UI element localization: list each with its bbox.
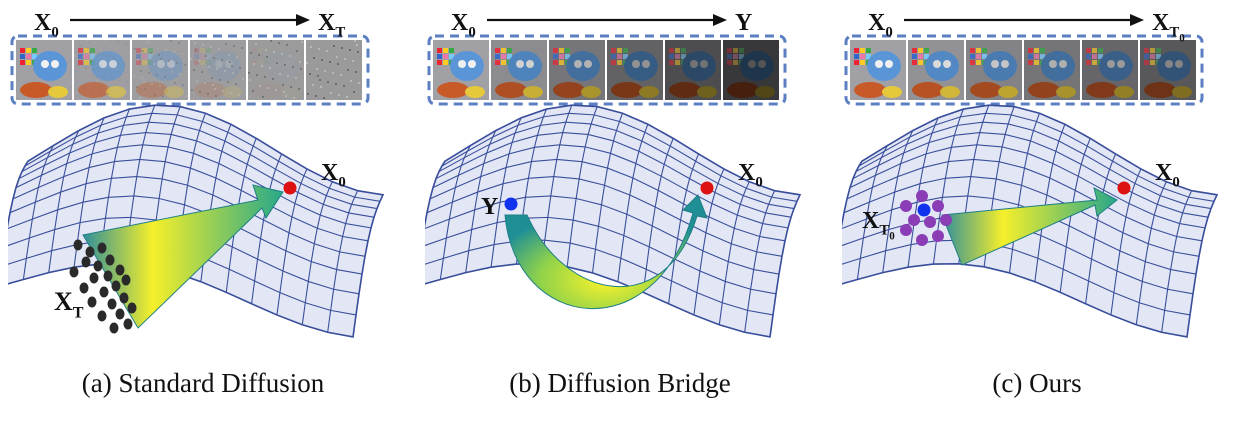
cluster-dot [932, 230, 944, 242]
noise-dot [69, 266, 79, 278]
frame-thumbnail [1082, 40, 1138, 100]
panel-b-caption: (b) Diffusion Bridge [509, 368, 731, 398]
strip-start-label: X0 [34, 10, 59, 41]
noise-dot [115, 308, 125, 320]
noise-dot [93, 260, 103, 272]
frame-thumbnail [908, 40, 964, 100]
cluster-dot [932, 200, 944, 212]
noise-dot [105, 254, 115, 266]
noise-dot [99, 286, 109, 298]
panel-a-caption: (a) Standard Diffusion [81, 368, 325, 398]
frame-thumbnail [132, 40, 188, 100]
start-label: Y [481, 194, 498, 220]
sequence-arrowhead [296, 14, 310, 26]
frame-thumbnail [966, 40, 1022, 100]
frame-thumbnail [549, 40, 605, 100]
cluster-dot [916, 234, 928, 246]
clean-target-point [283, 181, 297, 195]
sequence-arrowhead [1130, 14, 1144, 26]
frame-thumbnail [306, 40, 362, 100]
sequence-arrowhead [713, 14, 727, 26]
frame-thumbnail [433, 40, 489, 100]
strip-start-label: X0 [451, 10, 476, 41]
noise-samples [69, 239, 137, 334]
noise-dot [123, 318, 133, 330]
strip-end-label: XT0 [1152, 10, 1185, 45]
cluster-samples [900, 190, 952, 246]
trajectory-arrow [941, 187, 1118, 266]
strip-end-label: XT [318, 10, 345, 41]
frame-thumbnail [607, 40, 663, 100]
frame-thumbnail [491, 40, 547, 100]
noise-dot [89, 272, 99, 284]
noise-dot [97, 242, 107, 254]
target-label: X0 [738, 160, 763, 191]
noise-dot [85, 246, 95, 258]
frame-thumbnail [850, 40, 906, 100]
cluster-dot [916, 190, 928, 202]
noise-dot [97, 310, 107, 322]
noise-dot [87, 296, 97, 308]
noise-dot [81, 256, 91, 268]
panel-c-caption: (c) Ours [992, 368, 1082, 398]
cluster-dot [900, 224, 912, 236]
frame-strip-border [427, 34, 787, 106]
degraded-point [917, 203, 931, 217]
trajectory-arrow [82, 184, 284, 329]
cluster-dot [940, 214, 952, 226]
frame-strip-border [10, 34, 370, 106]
clean-target-point [1117, 181, 1131, 195]
target-label: X0 [1155, 160, 1180, 191]
frame-thumbnail [74, 40, 130, 100]
cluster-dot [924, 216, 936, 228]
noise-dot [119, 292, 129, 304]
start-label: XT0 [862, 208, 895, 243]
strip-end-label: Y [735, 10, 752, 36]
noise-dot [73, 239, 83, 251]
start-label: XT [54, 287, 84, 321]
noise-dot [111, 280, 121, 292]
noise-dot [127, 302, 137, 314]
clean-target-point [700, 181, 714, 195]
frame-thumbnail [248, 40, 304, 100]
cluster-dot [908, 214, 920, 226]
frame-thumbnail [190, 40, 246, 100]
surface-mesh [425, 104, 802, 338]
target-label: X0 [321, 160, 346, 191]
noise-dot [109, 322, 119, 334]
frame-thumbnail [1140, 40, 1196, 100]
strip-start-label: X0 [868, 10, 893, 41]
cluster-dot [900, 200, 912, 212]
noise-dot [121, 274, 131, 286]
noise-dot [79, 282, 89, 294]
degraded-point [504, 197, 518, 211]
noise-dot [115, 264, 125, 276]
bridge-trajectory-arrow [504, 194, 708, 309]
frame-thumbnail [723, 40, 779, 100]
frame-thumbnail [1024, 40, 1080, 100]
noise-dot [107, 298, 117, 310]
frame-thumbnail [16, 40, 72, 100]
frame-thumbnail [665, 40, 721, 100]
frame-strip-border [844, 34, 1204, 106]
noise-dot [103, 270, 113, 282]
